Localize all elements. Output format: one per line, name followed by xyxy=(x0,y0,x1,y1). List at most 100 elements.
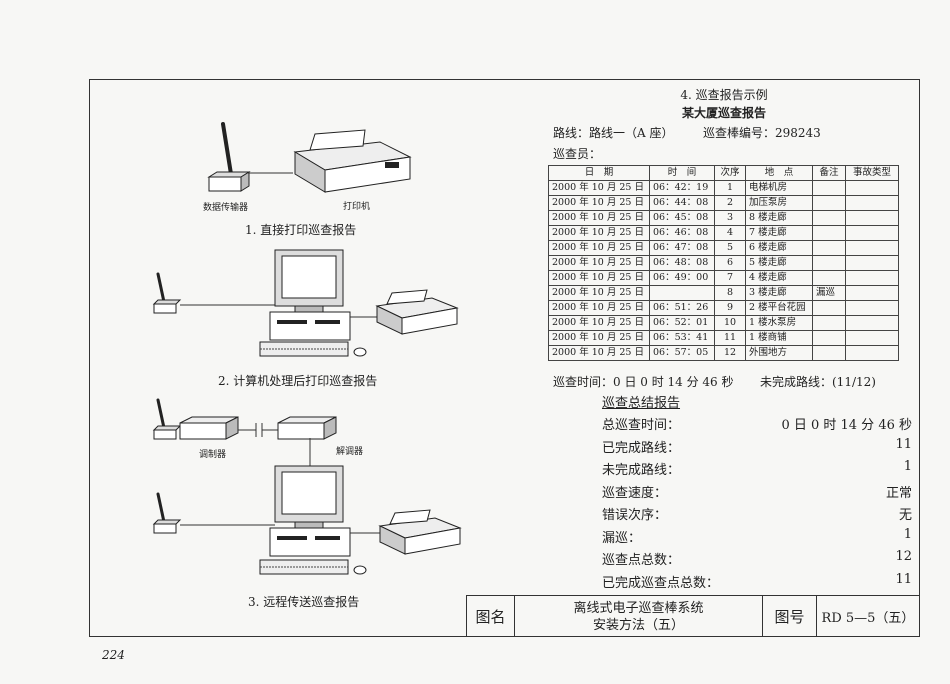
diagram1-caption: 1. 直接打印巡查报告 xyxy=(245,223,357,237)
printer-icon xyxy=(378,509,462,555)
table-cell: 06：45：08 xyxy=(649,210,715,226)
page-number: 224 xyxy=(102,648,125,662)
summary-label: 漏巡： xyxy=(602,530,642,546)
summary-value: 1 xyxy=(903,459,912,474)
drawing-frame xyxy=(89,79,920,637)
diagram3-caption: 3. 远程传送巡查报告 xyxy=(248,595,360,609)
connection-line xyxy=(180,524,275,526)
modem-connection xyxy=(238,423,283,437)
table-cell xyxy=(845,330,899,346)
transmitter-icon xyxy=(207,122,251,192)
column-header: 次序 xyxy=(714,165,746,181)
summary-value: 无 xyxy=(898,508,912,523)
table-cell: 2000 年 10 月 25 日 xyxy=(548,345,650,361)
summary-label: 巡查点总数： xyxy=(602,553,681,568)
summary-item: 已完成路线：11 xyxy=(602,437,912,456)
printer-label: 打印机 xyxy=(343,202,371,212)
table-cell: 2000 年 10 月 25 日 xyxy=(548,300,650,316)
incomplete-route: 未完成路线：(11/12) xyxy=(760,375,876,389)
table-cell: 9 xyxy=(714,300,746,316)
connection-line xyxy=(180,304,275,306)
table-cell: 外围地方 xyxy=(745,345,813,361)
table-cell: 1 xyxy=(714,180,746,196)
table-cell: 06：53：41 xyxy=(649,330,715,346)
table-cell: 6 楼走廊 xyxy=(745,240,813,256)
table-cell: 7 xyxy=(714,270,746,286)
summary-label: 巡查速度： xyxy=(602,485,668,501)
table-cell: 2000 年 10 月 25 日 xyxy=(548,225,650,241)
table-cell xyxy=(845,300,899,316)
table-cell xyxy=(812,300,846,316)
table-cell xyxy=(845,225,899,241)
stick-number: 巡查棒编号：298243 xyxy=(703,126,821,140)
summary-value: 11 xyxy=(895,571,912,587)
table-cell: 06：49：00 xyxy=(649,270,715,286)
table-cell: 4 楼走廊 xyxy=(745,270,813,286)
summary-label: 未完成路线： xyxy=(602,463,681,478)
table-cell: 加压泵房 xyxy=(745,195,813,211)
table-cell: 5 楼走廊 xyxy=(745,255,813,271)
table-cell xyxy=(845,240,899,256)
table-cell: 2000 年 10 月 25 日 xyxy=(548,180,650,196)
table-cell xyxy=(845,180,899,196)
summary-value: 0 日 0 时 14 分 46 秒 xyxy=(781,418,912,433)
inspector-label: 巡查员： xyxy=(553,147,602,161)
transmitter-small-icon xyxy=(152,272,182,314)
demodulator-label: 解调器 xyxy=(336,447,364,457)
connection-line xyxy=(350,532,385,534)
table-cell xyxy=(812,330,846,346)
drawing-name-line2: 安装方法（五） xyxy=(592,617,684,633)
name-label: 图名 xyxy=(467,596,515,637)
table-cell xyxy=(845,255,899,271)
column-header: 日 期 xyxy=(548,165,650,181)
table-cell: 2000 年 10 月 25 日 xyxy=(548,315,650,331)
summary-label: 已完成路线： xyxy=(602,440,681,456)
printer-icon xyxy=(293,129,412,193)
table-cell xyxy=(812,180,846,196)
table-cell: 2000 年 10 月 25 日 xyxy=(548,210,650,226)
title-block: 图名 离线式电子巡查棒系统 安装方法（五） 图号 RD 5—5（五） xyxy=(466,595,920,637)
table-cell: 6 xyxy=(714,255,746,271)
table-cell: 2000 年 10 月 25 日 xyxy=(548,285,650,301)
summary-item: 巡查点总数： 12 xyxy=(602,549,912,568)
summary-item: 未完成路线： 1 xyxy=(602,459,912,478)
table-cell: 2000 年 10 月 25 日 xyxy=(548,255,650,271)
table-cell: 2 xyxy=(714,195,746,211)
table-cell: 2 楼平台花园 xyxy=(745,300,813,316)
summary-value: 正常 xyxy=(885,485,912,501)
summary-item: 总巡查时间：0 日 0 时 14 分 46 秒 xyxy=(602,414,912,433)
transmitter-small-icon xyxy=(152,398,182,440)
table-cell: 电梯机房 xyxy=(745,180,813,196)
table-cell: 06：57：05 xyxy=(649,345,715,361)
table-cell: 2000 年 10 月 25 日 xyxy=(548,330,650,346)
drawing-number: RD 5—5（五） xyxy=(821,611,915,626)
table-cell: 4 xyxy=(714,225,746,241)
summary-label: 已完成巡查点总数： xyxy=(602,575,720,591)
summary-item: 错误次序：无 xyxy=(602,504,912,523)
transmitter-label: 数据传输器 xyxy=(203,203,249,213)
table-cell xyxy=(812,195,846,211)
table-cell: 06：51：26 xyxy=(649,300,715,316)
table-cell xyxy=(845,345,899,361)
table-cell: 06：52：01 xyxy=(649,315,715,331)
table-cell xyxy=(812,255,846,271)
connection-line xyxy=(309,438,311,466)
table-cell xyxy=(845,195,899,211)
table-cell: 2000 年 10 月 25 日 xyxy=(548,195,650,211)
table-cell: 漏巡 xyxy=(812,285,846,301)
table-cell xyxy=(845,285,899,301)
table-cell xyxy=(812,345,846,361)
drawing-name: 离线式电子巡查棒系统 安装方法（五） xyxy=(515,596,763,637)
route-label: 路线：路线一（A 座） xyxy=(553,126,674,140)
summary-value: 12 xyxy=(895,549,912,564)
table-cell: 2000 年 10 月 25 日 xyxy=(548,270,650,286)
table-cell: 5 xyxy=(714,240,746,256)
table-cell: 8 xyxy=(714,285,746,301)
